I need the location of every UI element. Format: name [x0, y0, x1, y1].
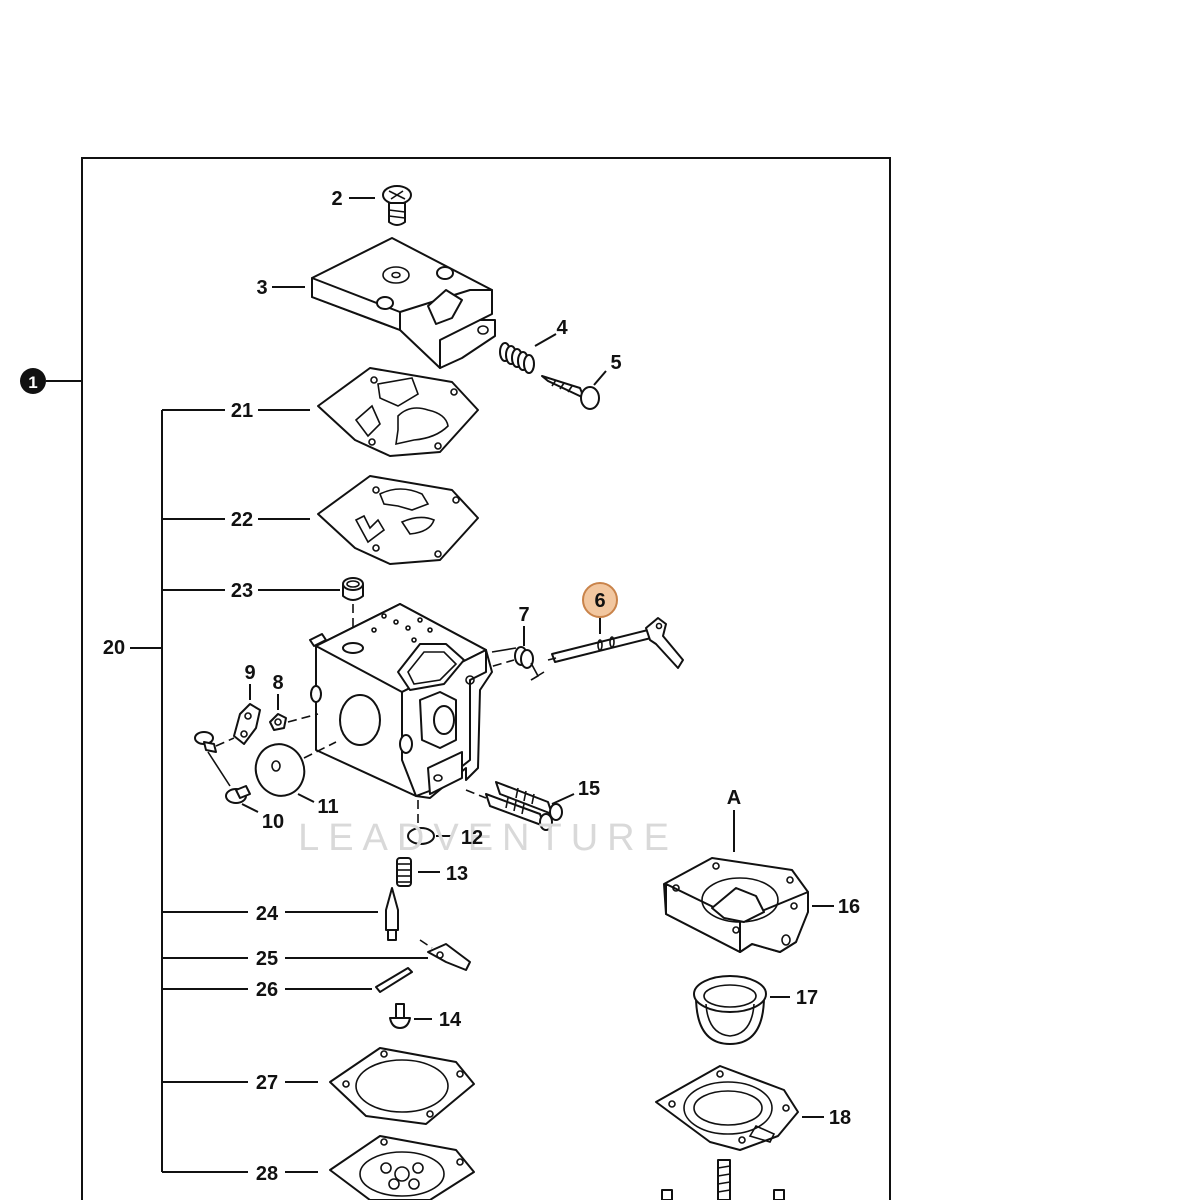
- callout-5[interactable]: 5: [610, 352, 621, 374]
- part-27-gasket[interactable]: [329, 1047, 475, 1125]
- part-11-diaphragm[interactable]: [249, 737, 337, 803]
- callout-labels: 2 3 4 5 21 22 23 20 7 9 8 11 10 15 12 13…: [103, 188, 860, 1185]
- part-5-screw[interactable]: [541, 370, 607, 410]
- part-26-pin[interactable]: [375, 967, 413, 993]
- part-9-plate[interactable]: [233, 684, 261, 745]
- callout-18[interactable]: 18: [829, 1107, 851, 1129]
- callout-28[interactable]: 28: [256, 1163, 278, 1185]
- callout-22[interactable]: 22: [231, 509, 253, 531]
- callout-14[interactable]: 14: [439, 1009, 462, 1031]
- callout-7[interactable]: 7: [518, 604, 529, 626]
- part-10-screws[interactable]: [194, 731, 259, 813]
- part-13-spring[interactable]: [396, 857, 440, 887]
- callout-6: 6: [594, 590, 605, 612]
- part-12-o-ring[interactable]: [407, 827, 452, 845]
- part-2-screw[interactable]: [349, 185, 412, 226]
- part-22-gasket[interactable]: [317, 475, 479, 565]
- view-label-a: A: [727, 787, 741, 809]
- callout-9[interactable]: 9: [244, 662, 255, 684]
- watermark: LEADVENTURE: [298, 817, 678, 859]
- callout-2[interactable]: 2: [331, 188, 342, 210]
- callout-13[interactable]: 13: [446, 863, 468, 885]
- part-18-primer-housing[interactable]: [655, 1065, 824, 1151]
- callout-26[interactable]: 26: [256, 979, 278, 1001]
- part-16-pump-body[interactable]: [663, 857, 834, 953]
- part-8-clip[interactable]: [269, 694, 319, 731]
- assembly-marker[interactable]: 1: [20, 368, 82, 394]
- callout-6-highlight[interactable]: 6: [582, 582, 618, 618]
- part-21-gasket[interactable]: [317, 367, 479, 457]
- carburetor-body[interactable]: [309, 603, 493, 846]
- part-24-inlet-needle[interactable]: [385, 887, 399, 941]
- callout-8[interactable]: 8: [272, 672, 283, 694]
- kit-bracket: [130, 409, 428, 1173]
- part-4-spring[interactable]: [499, 333, 557, 374]
- callout-11[interactable]: 11: [317, 796, 338, 818]
- callout-20[interactable]: 20: [103, 637, 125, 659]
- callout-24[interactable]: 24: [256, 903, 279, 925]
- callout-17[interactable]: 17: [796, 987, 818, 1009]
- callout-3[interactable]: 3: [256, 277, 267, 299]
- part-6-throttle-shaft[interactable]: [551, 614, 684, 669]
- callout-16[interactable]: 16: [838, 896, 860, 918]
- part-17-primer-bulb[interactable]: [693, 975, 790, 1045]
- callout-12[interactable]: 12: [461, 827, 483, 849]
- callout-10[interactable]: 10: [262, 811, 284, 833]
- callout-27[interactable]: 27: [256, 1072, 278, 1094]
- part-14-screw[interactable]: [389, 1003, 432, 1029]
- callout-25[interactable]: 25: [256, 948, 278, 970]
- callout-23[interactable]: 23: [231, 580, 253, 602]
- part-25-inlet-lever[interactable]: [419, 939, 471, 971]
- part-3-carburetor-cover[interactable]: [272, 237, 496, 369]
- bottom-bolts: [661, 1159, 785, 1200]
- callout-21[interactable]: 21: [231, 400, 253, 422]
- assembly-frame: [81, 157, 891, 1200]
- callout-4[interactable]: 4: [556, 317, 568, 339]
- assembly-number: 1: [28, 373, 37, 392]
- part-15-adjustment-screws[interactable]: [465, 781, 575, 831]
- part-28-diaphragm[interactable]: [329, 1135, 475, 1200]
- callout-15[interactable]: 15: [578, 778, 600, 800]
